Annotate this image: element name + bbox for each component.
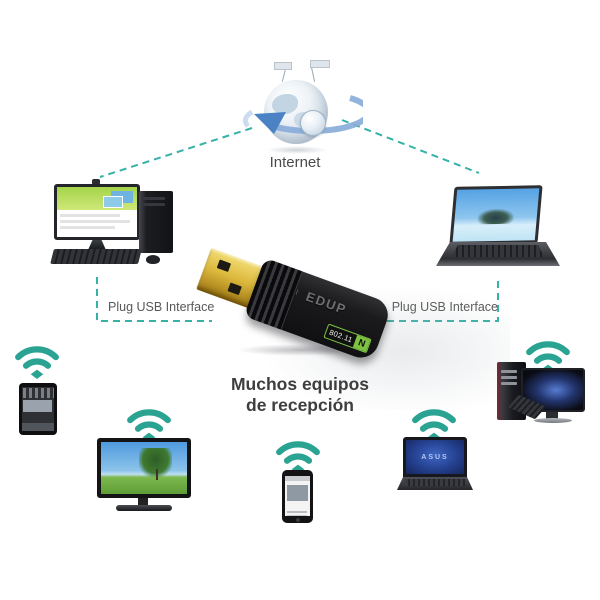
wifi-signal-icon xyxy=(276,441,320,474)
n-label: N xyxy=(352,335,371,353)
tablet-photo xyxy=(23,400,52,412)
wifi-signal-icon xyxy=(15,346,59,379)
tower-vent xyxy=(501,370,517,373)
phone-text-lines xyxy=(287,511,307,513)
adapter-brand-label: EDUP xyxy=(304,288,349,318)
bottom-laptop-base xyxy=(397,477,473,490)
wifi-signal-icon xyxy=(127,409,171,442)
keyboard xyxy=(50,249,142,264)
tv-screen xyxy=(101,442,187,494)
tree-trunk xyxy=(155,469,158,481)
connector-globe-to-desktop xyxy=(99,127,253,178)
globe-security-badge xyxy=(300,110,326,136)
webpage-row xyxy=(60,220,130,223)
connector-globe-to-laptop xyxy=(341,119,480,174)
bottom-monitor-stand xyxy=(546,412,558,419)
caption-line1: Muchos equipos xyxy=(230,374,370,394)
asus-logo-label: ASUS xyxy=(421,453,449,461)
phone-home-button xyxy=(295,517,300,522)
usb-wifi-adapter: ≀ EDUP 802.11 N xyxy=(196,247,393,363)
island-silhouette xyxy=(477,208,515,225)
laptop-base xyxy=(436,242,560,266)
globe-pin-flag xyxy=(310,60,330,68)
caption-line2: de recepción xyxy=(246,395,354,415)
globe-pin-flag xyxy=(274,62,292,70)
connector-desktop-to-adapter xyxy=(96,277,212,322)
tablet-device xyxy=(19,383,57,435)
webpage-row xyxy=(60,226,115,229)
drive-bay xyxy=(143,203,165,206)
desktop-tower xyxy=(139,191,173,253)
webpage-row xyxy=(60,214,120,217)
tablet-app-icons xyxy=(23,388,54,398)
tablet-screen xyxy=(22,387,54,431)
desktop-screen xyxy=(57,187,137,237)
drive-bay xyxy=(143,197,165,200)
plug-usb-interface-label-left: Plug USB Interface xyxy=(108,300,215,314)
standard-label: 802.11 xyxy=(328,327,355,344)
bottom-laptop-keyboard xyxy=(405,479,465,486)
internet-label: Internet xyxy=(269,154,321,171)
laptop-screen xyxy=(449,185,543,245)
connector-laptop-to-adapter xyxy=(362,281,499,322)
globe-arrow-swoosh xyxy=(242,95,363,134)
tv-stand-neck xyxy=(138,498,148,506)
phone-browser-bar xyxy=(285,476,310,481)
tower-vent xyxy=(501,382,517,385)
internet-globe-icon xyxy=(238,60,363,157)
monitor-stand xyxy=(88,240,106,250)
tv-frame xyxy=(97,438,191,498)
tablet-dock xyxy=(22,423,54,431)
phone-photo xyxy=(287,485,309,501)
phone-screen xyxy=(285,476,310,516)
bottom-laptop-wallpaper: ASUS xyxy=(406,440,464,474)
tree-graphic xyxy=(138,448,172,477)
bottom-monitor-base xyxy=(534,418,572,423)
desktop-monitor xyxy=(54,184,140,240)
caption: Muchos equipos de recepción xyxy=(190,374,410,416)
bottom-laptop-screen: ASUS xyxy=(403,437,467,477)
tv-stand-base xyxy=(116,505,172,511)
mouse xyxy=(146,255,160,264)
tower-vent xyxy=(501,376,517,379)
webpage-thumbnail xyxy=(103,196,123,208)
globe-continent xyxy=(272,94,298,114)
webcam xyxy=(92,179,100,185)
laptop-keyboard xyxy=(452,245,544,257)
usb-slot xyxy=(227,282,242,296)
usb-slot xyxy=(216,259,232,273)
smartphone-device xyxy=(282,470,313,523)
laptop-wallpaper xyxy=(452,188,540,242)
globe-shadow xyxy=(266,146,328,154)
plug-usb-interface-label-right: Plug USB Interface xyxy=(388,300,498,314)
